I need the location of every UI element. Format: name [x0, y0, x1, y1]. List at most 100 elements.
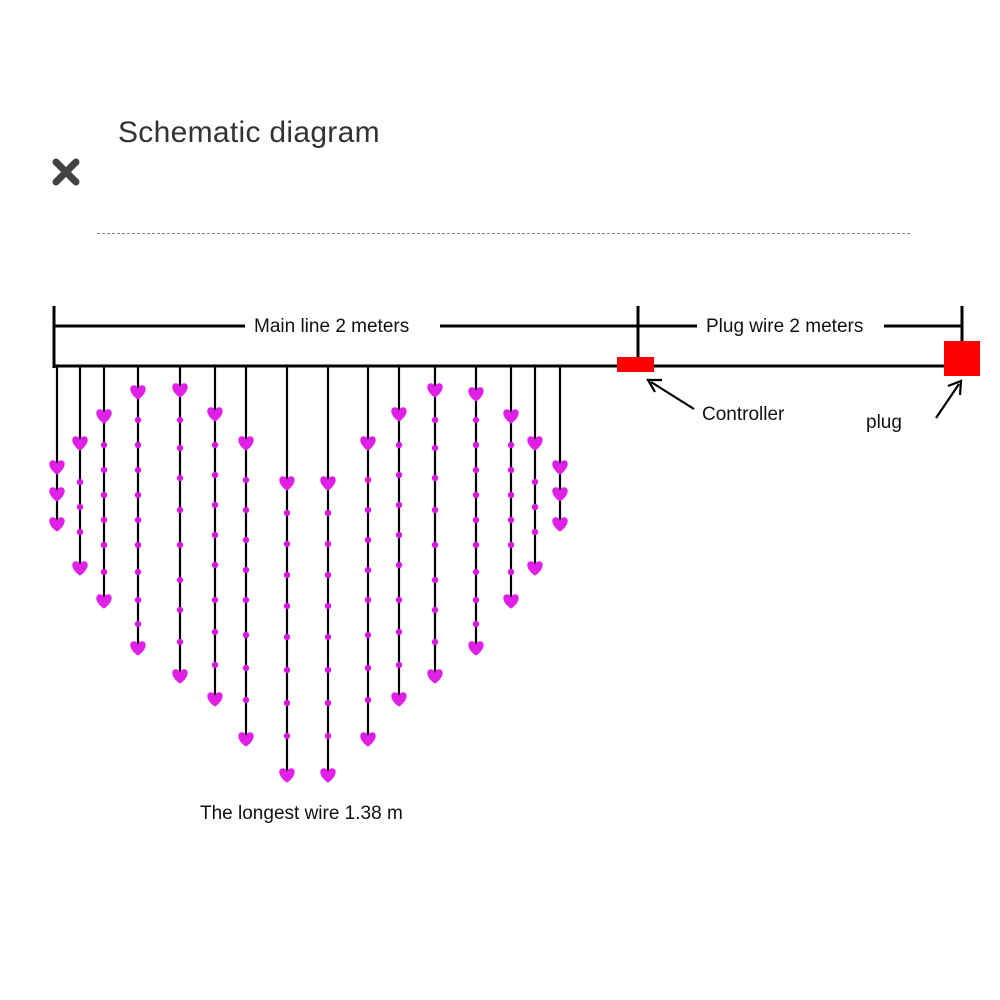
led-dot [242, 596, 250, 604]
heart-light [238, 436, 254, 451]
led-dot [324, 633, 332, 641]
led-dot [324, 602, 332, 610]
controller-box [617, 357, 654, 372]
heart-light [96, 409, 112, 424]
led-dot [283, 602, 291, 610]
led-dot [364, 536, 372, 544]
main-line-label: Main line 2 meters [248, 316, 416, 338]
led-dot [134, 541, 142, 549]
led-dot [364, 506, 372, 514]
heart-light [527, 436, 543, 451]
led-dot [76, 503, 84, 511]
led-dot [283, 633, 291, 641]
led-dot [364, 664, 372, 672]
heart-light [172, 383, 188, 398]
heart-light [130, 385, 146, 400]
led-dot [134, 516, 142, 524]
led-dot [211, 531, 219, 539]
led-dot [507, 491, 515, 499]
led-dot [324, 699, 332, 707]
led-dot [507, 466, 515, 474]
led-dot [431, 444, 439, 452]
led-dot [431, 606, 439, 614]
led-dot [324, 509, 332, 517]
heart-light [207, 692, 223, 707]
led-dot [100, 466, 108, 474]
led-dot [507, 541, 515, 549]
led-dot [211, 561, 219, 569]
led-dot [211, 596, 219, 604]
led-dot [134, 620, 142, 628]
plug-arrow [935, 379, 963, 419]
led-dot [283, 732, 291, 740]
heart-light [320, 476, 336, 491]
dimension-lines [52, 306, 964, 368]
led-dot [472, 516, 480, 524]
heart-light [96, 594, 112, 609]
led-dot [472, 568, 480, 576]
led-dot [100, 541, 108, 549]
heart-light [172, 669, 188, 684]
led-dot [431, 576, 439, 584]
led-dot [283, 540, 291, 548]
led-dot [531, 528, 539, 536]
heart-light [360, 436, 376, 451]
led-dot [134, 466, 142, 474]
led-dot [176, 638, 184, 646]
led-dot [395, 471, 403, 479]
heart-light [72, 561, 88, 576]
led-dot [472, 541, 480, 549]
led-dot [431, 416, 439, 424]
led-dot [395, 596, 403, 604]
led-dot [395, 531, 403, 539]
heart-light [391, 692, 407, 707]
led-dot [76, 528, 84, 536]
heart-light [427, 669, 443, 684]
hanging-strands [49, 366, 568, 783]
led-dot [242, 696, 250, 704]
plug-wire-label: Plug wire 2 meters [700, 316, 870, 338]
led-dot [242, 566, 250, 574]
led-dot [472, 491, 480, 499]
heart-light [468, 387, 484, 402]
heart-light [238, 732, 254, 747]
led-dot [364, 476, 372, 484]
led-dot [431, 541, 439, 549]
longest-wire-label: The longest wire 1.38 m [200, 803, 403, 825]
led-dot [242, 476, 250, 484]
led-dot [211, 441, 219, 449]
led-dot [324, 540, 332, 548]
led-dot [472, 441, 480, 449]
led-dot [364, 596, 372, 604]
led-dot [176, 474, 184, 482]
led-dot [100, 491, 108, 499]
heart-light [552, 487, 568, 502]
heart-light [552, 517, 568, 532]
led-dot [176, 576, 184, 584]
heart-light [503, 409, 519, 424]
led-dot [324, 666, 332, 674]
led-dot [134, 568, 142, 576]
led-dot [242, 506, 250, 514]
led-dot [242, 536, 250, 544]
led-dot [431, 474, 439, 482]
controller-arrow [646, 378, 695, 410]
led-dot [531, 478, 539, 486]
led-dot [283, 666, 291, 674]
led-dot [395, 501, 403, 509]
led-dot [431, 506, 439, 514]
led-dot [531, 503, 539, 511]
heart-light [49, 460, 65, 475]
led-dot [176, 506, 184, 514]
led-dot [100, 441, 108, 449]
plug-label: plug [866, 412, 902, 434]
led-dot [176, 606, 184, 614]
led-dot [395, 661, 403, 669]
heart-light [72, 436, 88, 451]
close-icon[interactable] [48, 154, 84, 190]
led-dot [242, 664, 250, 672]
led-dot [324, 732, 332, 740]
led-dot [364, 631, 372, 639]
led-dot [100, 516, 108, 524]
